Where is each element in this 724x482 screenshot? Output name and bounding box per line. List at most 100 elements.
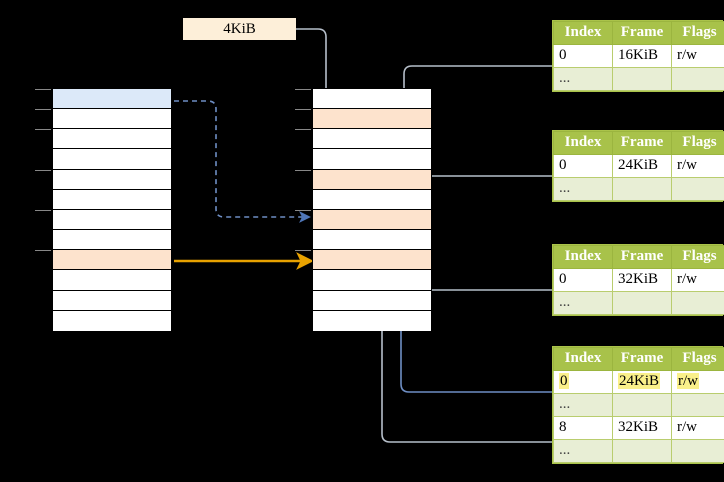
cell-index: 0 xyxy=(553,268,613,292)
virtual-address-space-cell-7 xyxy=(53,230,171,251)
cell-frame: 24KiB xyxy=(612,154,672,178)
cell-index: ... xyxy=(553,291,613,315)
cell-flags: r/w xyxy=(671,370,724,394)
column-header-index: Index xyxy=(553,347,613,371)
table-row: ... xyxy=(553,177,724,201)
column-header-flags: Flags xyxy=(671,245,724,269)
cell-flags xyxy=(671,177,724,201)
cell-index: ... xyxy=(553,67,613,91)
column-header-flags: Flags xyxy=(671,131,724,155)
column-header-index: Index xyxy=(553,21,613,45)
table-row: ... xyxy=(553,393,724,417)
size-label-text: 4KiB xyxy=(223,20,256,37)
cell-index: 0 xyxy=(553,370,613,394)
virtual-address-space-cell-4 xyxy=(35,169,171,190)
physical-memory-cell-6 xyxy=(295,209,431,231)
size-label-box: 4KiB xyxy=(183,18,296,40)
row-tick-mark xyxy=(35,250,51,252)
row-tick-mark xyxy=(295,109,311,111)
row-tick-mark xyxy=(35,89,51,90)
column-header-index: Index xyxy=(553,245,613,269)
wire-table2-to-frame xyxy=(416,175,560,236)
physical-memory-cell-9 xyxy=(313,270,431,291)
row-tick-mark xyxy=(35,209,51,211)
row-tick-mark xyxy=(295,209,311,211)
virtual-address-space-cell-3 xyxy=(53,149,171,170)
column-header-index: Index xyxy=(553,131,613,155)
column-header-frame: Frame xyxy=(612,21,672,45)
column-header-flags: Flags xyxy=(671,21,724,45)
table-row: ... xyxy=(553,291,724,315)
row-tick-mark xyxy=(295,129,311,131)
row-tick-mark xyxy=(35,169,51,171)
highlighted-value: 24KiB xyxy=(618,373,661,389)
physical-memory-cell-1 xyxy=(295,109,431,130)
table-row: 0 24KiB r/w xyxy=(553,370,724,394)
row-tick-mark xyxy=(35,129,51,131)
physical-memory-cell-3 xyxy=(313,149,431,170)
physical-memory-cell-10 xyxy=(313,290,431,311)
cell-flags xyxy=(671,67,724,91)
physical-memory-cell-11 xyxy=(313,310,431,331)
virtual-address-space-cell-11 xyxy=(53,310,171,331)
cell-frame: 16KiB xyxy=(612,44,672,68)
virtual-address-space-cell-10 xyxy=(53,290,171,311)
column-header-frame: Frame xyxy=(612,131,672,155)
row-tick-mark xyxy=(295,169,311,171)
cell-index: 8 xyxy=(553,416,613,440)
highlighted-value: 0 xyxy=(559,373,569,389)
column-header-frame: Frame xyxy=(612,347,672,371)
highlighted-value: r/w xyxy=(677,373,699,389)
cell-frame xyxy=(612,177,672,201)
physical-memory-cell-8 xyxy=(295,250,431,271)
table-row: ... xyxy=(553,67,724,91)
cell-flags: r/w xyxy=(671,268,724,292)
cell-flags xyxy=(671,393,724,417)
virtual-address-space-cell-8 xyxy=(35,250,171,271)
cell-index: 0 xyxy=(553,154,613,178)
row-tick-mark xyxy=(295,89,311,90)
row-tick-mark xyxy=(295,250,311,252)
cell-index: ... xyxy=(553,177,613,201)
column-header-flags: Flags xyxy=(671,347,724,371)
cell-index: ... xyxy=(553,439,613,463)
virtual-address-space-cell-5 xyxy=(53,189,171,210)
physical-memory-cell-5 xyxy=(313,189,431,210)
cell-frame: 24KiB xyxy=(612,370,672,394)
physical-memory-cell-0 xyxy=(295,89,431,110)
cell-frame: 32KiB xyxy=(612,268,672,292)
virtual-address-space-cell-0 xyxy=(35,89,171,110)
virtual-address-space-cell-1 xyxy=(35,109,171,130)
cell-flags: r/w xyxy=(671,154,724,178)
table-row: ... xyxy=(553,439,724,463)
wire-table3-to-frame xyxy=(416,266,560,291)
physical-memory-column xyxy=(295,88,432,331)
cell-flags: r/w xyxy=(671,44,724,68)
cell-frame: 32KiB xyxy=(612,416,672,440)
cell-index: ... xyxy=(553,393,613,417)
cell-flags xyxy=(671,439,724,463)
physical-memory-cell-7 xyxy=(313,230,431,251)
cell-index: 0 xyxy=(553,44,613,68)
cell-frame xyxy=(612,393,672,417)
row-tick-mark xyxy=(35,109,51,111)
virtual-address-space-cell-9 xyxy=(53,270,171,291)
cell-flags xyxy=(671,291,724,315)
